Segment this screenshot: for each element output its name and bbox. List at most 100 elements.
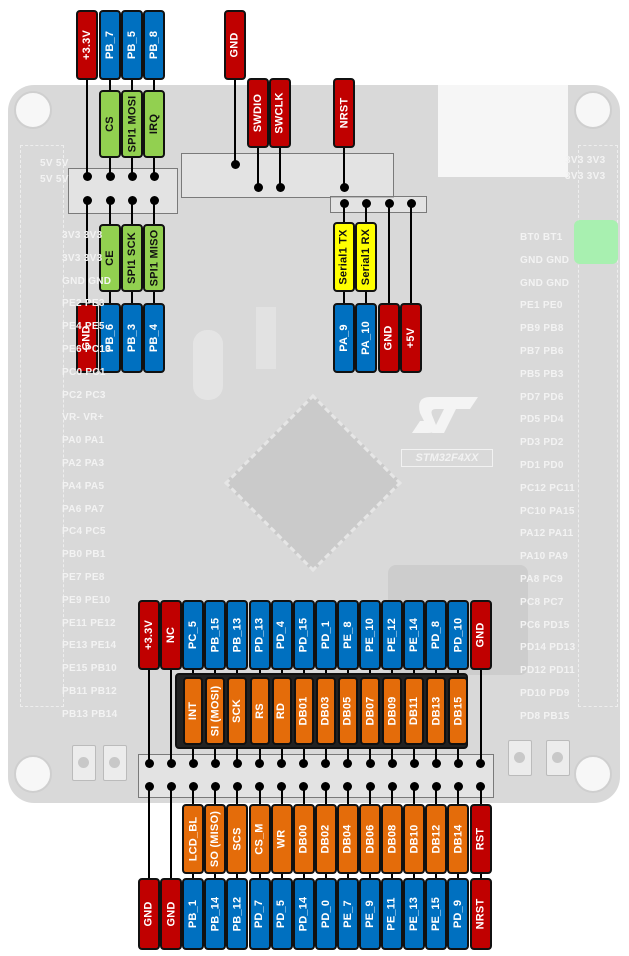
silk-label: PB11 PB12 [62,686,117,697]
reset-button[interactable] [72,745,96,781]
pin-dot [166,758,176,768]
lcd-bottom-function-text: DB14 [452,824,465,854]
nrf-bottom-function-text: SPI1 SCK [126,232,139,284]
pin-dot [188,781,198,791]
silk-label: PE4 PE5 [62,321,105,333]
chip-label: STM32F4XX [401,449,493,467]
lcd-bottom-function-text: DB12 [430,824,443,854]
lcd-bottom-function-text: RST [474,827,487,851]
serial-label: PA_10 [355,303,377,373]
lcd-bottom-label-text: GND [143,901,156,927]
silk-label: PA0 PA1 [62,435,105,447]
lcd-top-function-text: DB15 [452,696,465,726]
wire [170,670,173,763]
lcd-bottom-function-text: DB06 [364,824,376,854]
lcd-top-function: DB09 [382,677,403,745]
mounting-hole [14,755,52,793]
pin-dot [431,781,441,791]
lcd-top-label-text: PE_10 [364,617,376,653]
lcd-top-function-text: INT [187,701,200,721]
lcd-top-label: PE_12 [381,600,404,670]
lcd-bottom-function-text: SCS [231,827,244,851]
silk-label: 3V3 3V3 [62,252,103,264]
nrf-bottom-label: PB_3 [121,303,143,373]
lcd-bottom-label-text: PD_9 [452,899,465,929]
pin-dot [277,781,287,791]
lcd-bottom-function: DB14 [447,804,470,874]
lcd-bottom-label: PE_7 [336,878,359,950]
pin-dot [230,159,240,169]
silk-label: PD3 PD2 [520,437,564,449]
serial-header [330,196,427,213]
lcd-bottom-label-text: PE_13 [408,896,421,932]
lcd-bottom-label: PD_7 [248,878,271,950]
lcd-bottom-label-text: PD_7 [253,899,266,929]
lcd-bottom-function: LCD_BL [182,804,205,874]
lcd-top-label: NC [160,600,183,670]
silk-label: PD10 PD9 [520,688,570,699]
lcd-bottom-label: PE_15 [425,878,448,950]
pin-dot [253,182,263,192]
k-up-button[interactable] [103,745,127,781]
pin-dot [476,758,485,768]
lcd-top-function-text: RS [253,703,266,719]
pin-dot [149,171,159,181]
lcd-bottom-function-text: DB00 [297,824,310,854]
lcd-top-label: PB_15 [204,600,227,670]
silk-label: PE6 PC13 [62,344,112,355]
silk-label: 3V3 3V3 [565,155,606,166]
k1-button[interactable] [546,740,570,776]
lcd-bottom-label: PD_9 [447,878,470,950]
lcd-top-label-text: PD_15 [297,617,310,653]
lcd-bottom-label-text: PE_15 [430,896,443,932]
lcd-top-label-text: PB_13 [231,617,244,653]
lcd-bottom-label-text: PD_0 [319,899,332,929]
lcd-top-function: RD [271,677,292,745]
silk-label: PE2 PE3 [62,298,105,310]
lcd-top-function: INT [183,677,204,745]
k0-button[interactable] [508,740,532,776]
lcd-top-label-text: PE_8 [341,621,354,649]
serial-label: GND [378,303,400,373]
silk-label: 3V3 3V3 [62,230,103,241]
wire [234,78,236,164]
pin-dot [210,758,220,768]
lcd-top-label-text: +3.3V [143,619,155,651]
pin-dot [144,758,154,768]
lcd-bottom-label: GND [138,878,160,950]
lcd-top-function-text: DB11 [408,696,421,726]
pin-dot [387,781,397,791]
swd-label: GND [224,10,246,80]
lcd-bottom-label-text: PB_12 [231,896,244,932]
lcd-top-function: SI (MOSI) [205,677,226,745]
wire [479,670,482,763]
lcd-top-function-text: DB03 [319,696,332,726]
lcd-bottom-function: SO (MISO) [204,804,227,874]
pin-dot [232,758,242,768]
silk-label: PA12 PA11 [520,528,574,540]
serial-function: Serial1 RX [355,222,377,292]
serial-label-text: +5V [405,327,418,349]
lcd-top-label: PC_5 [182,600,205,670]
lcd-top-label: GND [469,600,492,670]
lcd-bottom-function: CS_M [248,804,271,874]
silk-label: PD1 PD0 [520,460,564,471]
swd-label: SWCLK [269,78,291,148]
silk-label: PC6 PD15 [520,619,570,631]
lcd-bottom-label-text: PE_11 [386,897,399,931]
lcd-top-label: PE_14 [403,600,426,670]
lcd-bottom-label-text: PE_7 [341,900,354,928]
lcd-top-function: DB05 [337,677,358,745]
nrf-bottom-function: CE [99,224,121,292]
lcd-top-label-text: PD_1 [319,620,332,650]
lcd-top-label: PD_8 [425,600,448,670]
serial-label-text: PA_10 [360,321,373,355]
lcd-bottom-function: DB02 [314,804,337,874]
lcd-bottom-label: PE_11 [381,878,404,950]
pin-dot [453,781,463,791]
silk-label: PE7 PE8 [62,572,105,583]
serial-function-text: Serial1 RX [360,228,373,286]
lcd-top-function-text: DB09 [386,696,399,726]
lcd-bottom-label: PE_13 [403,878,426,950]
lcd-bottom-function: RST [469,804,492,874]
